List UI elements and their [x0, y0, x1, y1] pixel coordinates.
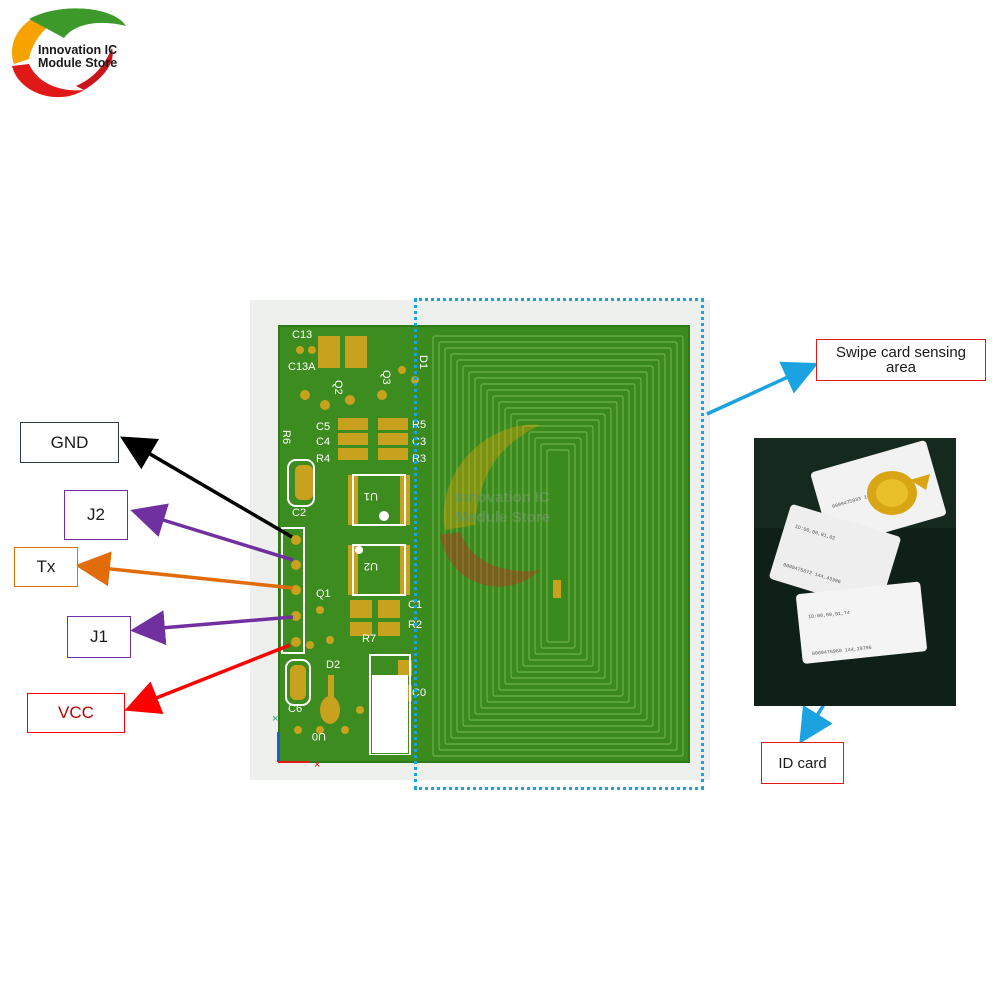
silk-d1: D1 — [417, 355, 429, 369]
silk-q2: Q2 — [332, 380, 344, 395]
id-card-label: ID card — [761, 742, 844, 784]
svg-text:×: × — [314, 759, 320, 771]
card-2: ID:00,00,01,02 0009475672 144,43386 — [769, 504, 901, 611]
silk-d2: D2 — [326, 659, 340, 671]
j2-label-text: J2 — [87, 505, 105, 524]
watermark-line-2: Module Store — [455, 509, 550, 526]
vcc-label-text: VCC — [58, 703, 94, 722]
silk-u2: U2 — [364, 560, 378, 572]
origin-axis-icon: × × — [272, 713, 320, 771]
id-cards-image: 0009475933 145,27925 ID:00,00,01,02 0009… — [754, 438, 956, 706]
tx-arrow — [75, 551, 294, 590]
j2-arrow — [130, 503, 294, 562]
sensing-area-frame — [414, 298, 704, 790]
u2-pin1-marker — [355, 546, 363, 554]
sensing-area-label-text: Swipe card sensing area — [835, 344, 967, 376]
silk-c4: C4 — [316, 436, 330, 448]
yellow-key-fob — [867, 471, 930, 515]
watermark-logo: Innovation IC Module Store — [440, 424, 550, 587]
silk-c2: C2 — [292, 507, 306, 519]
logo-leaf-icon — [12, 8, 126, 98]
antenna-coil — [432, 335, 684, 757]
logo-line-2: Module Store — [38, 56, 118, 70]
j1-label: J1 — [67, 616, 131, 658]
vcc-arrow — [124, 643, 291, 714]
silk-c5: C5 — [316, 421, 330, 433]
silk-r4: R4 — [316, 453, 330, 465]
pcb-board: C13 C13A Q2 Q3 D1 R6 C5 C4 R4 R5 C3 R3 C… — [250, 300, 710, 780]
coil-pad — [553, 580, 561, 598]
silk-q1: Q1 — [316, 588, 331, 600]
logo-line-1: Innovation IC — [38, 43, 118, 57]
tx-label-text: Tx — [36, 557, 56, 576]
tx-label: Tx — [14, 547, 78, 587]
watermark-line-1: Innovation IC — [455, 489, 550, 506]
silk-r7: R7 — [362, 633, 376, 645]
silk-r6: R6 — [280, 430, 292, 444]
card-3: ID:00,00,01,74 0009476980 144,29796 — [796, 581, 927, 664]
u1-pin1-marker — [379, 511, 389, 521]
silk-u1: U1 — [364, 490, 378, 502]
id-card-label-text: ID card — [778, 754, 827, 772]
store-logo: Innovation IC Module Store — [4, 4, 134, 104]
j1-arrow — [130, 610, 294, 646]
vcc-label: VCC — [27, 693, 125, 733]
gnd-label: GND — [20, 422, 119, 463]
silk-c6: C6 — [288, 703, 302, 715]
j1-label-text: J1 — [90, 627, 108, 646]
silk-c13: C13 — [292, 329, 312, 341]
gnd-arrow — [119, 436, 293, 539]
sensing-area-label: Swipe card sensing area — [816, 339, 986, 381]
j2-label: J2 — [64, 490, 128, 540]
svg-text:ID:00,00,01,74: ID:00,00,01,74 — [808, 610, 850, 620]
id-card-photo: 0009475933 145,27925 ID:00,00,01,02 0009… — [754, 438, 956, 706]
silk-q3: Q3 — [380, 370, 392, 385]
gnd-label-text: GND — [50, 432, 89, 452]
svg-text:×: × — [272, 713, 278, 725]
sensing-arrow — [706, 361, 819, 416]
silk-c13a: C13A — [288, 361, 316, 373]
silk-u0: U0 — [312, 730, 326, 742]
